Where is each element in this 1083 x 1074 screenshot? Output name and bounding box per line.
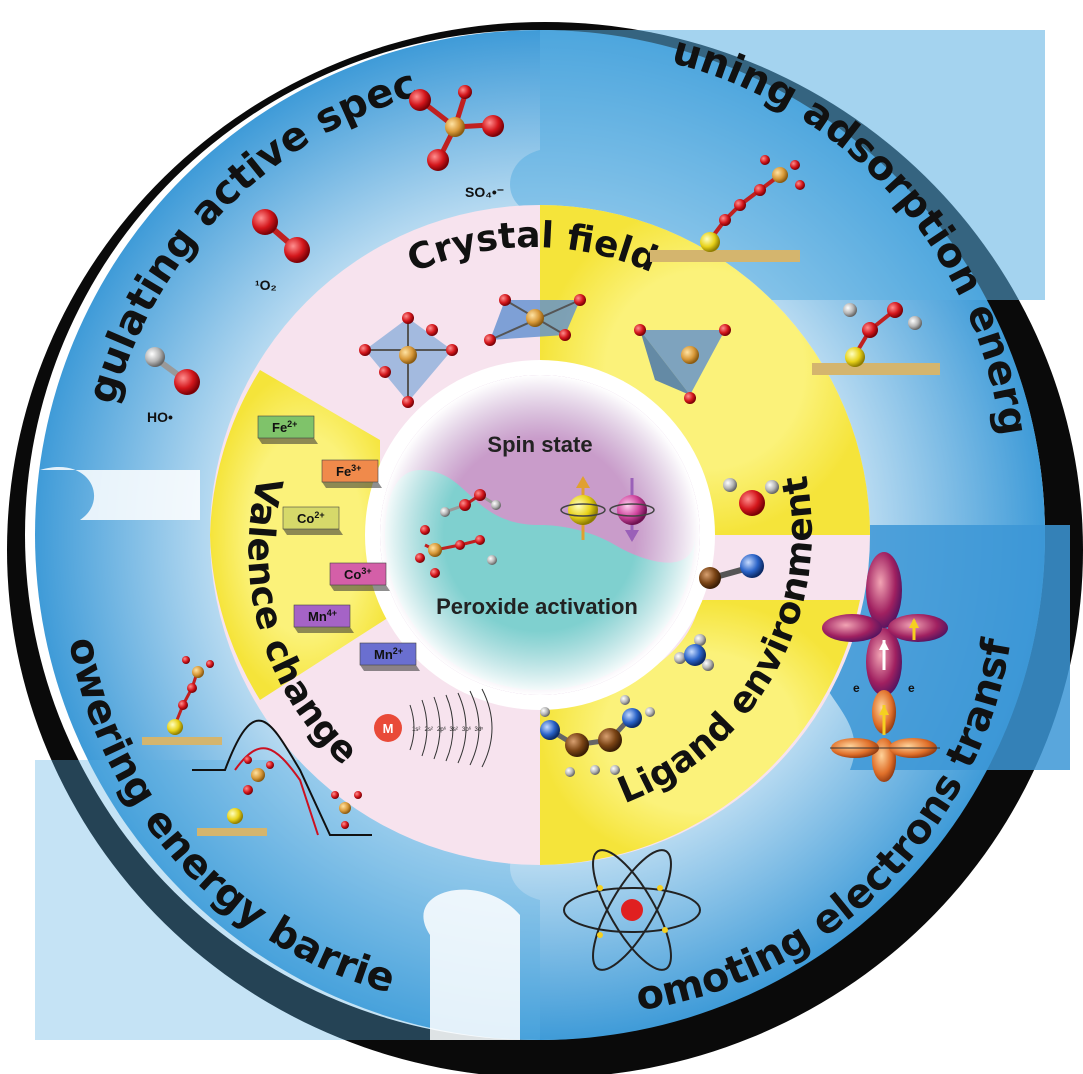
atom-model	[563, 849, 701, 971]
orbital-label: 3p⁶	[462, 726, 472, 733]
center-h2o2	[440, 489, 501, 517]
label-singlet-oxygen: ¹O₂	[255, 277, 277, 293]
spin-down	[609, 478, 655, 542]
center-persulfate	[415, 525, 497, 578]
ion-tile-mn2plus: Mn2+	[359, 642, 420, 671]
ion-tile-fe2plus: Fe2+	[257, 415, 318, 444]
orbital-label: 2p⁶	[437, 726, 447, 733]
ligand-water	[723, 478, 779, 516]
electron-shells	[409, 688, 493, 768]
tetrahedron	[634, 324, 731, 404]
ion-tiles: Fe2+Fe3+ Co2+ Co3+ Mn4+Mn2+	[257, 415, 420, 671]
ligand-cn	[699, 554, 764, 589]
ligand-ethylenediamine	[540, 695, 655, 777]
label-peroxide-activation: Peroxide activation	[436, 594, 638, 619]
puzzle-piece-left-white	[40, 466, 200, 520]
puzzle-piece-bottom-white	[423, 889, 520, 1040]
yellow-quadrant-bottom	[540, 600, 860, 865]
spin-up	[560, 476, 606, 540]
ho-molecule	[145, 347, 200, 395]
orbital-label: 3dˣ	[475, 727, 484, 733]
so4-molecule	[409, 85, 504, 171]
ion-tile-co3plus: Co3+	[329, 562, 390, 591]
metal-label: M	[383, 721, 394, 736]
ion-tile-mn4plus: Mn4+	[293, 604, 354, 633]
label-hydroxyl-radical: HO•	[147, 409, 173, 425]
orbital-label: 1s²	[412, 727, 420, 733]
orbital-label: 3s²	[450, 727, 458, 733]
electron-label-left: e	[853, 681, 860, 695]
adsorbed-h2o2	[812, 302, 940, 375]
electron-label-right: e	[908, 681, 915, 695]
octahedron	[359, 312, 458, 408]
adsorbed-persulfate	[650, 155, 805, 262]
square-planar	[484, 294, 586, 346]
center-disc	[365, 360, 715, 710]
ligand-ammonia	[674, 634, 714, 671]
label-spin-state: Spin state	[487, 432, 592, 457]
ion-tile-co2plus: Co2+	[282, 506, 343, 535]
energy-barrier-diagram	[142, 656, 372, 836]
d-orbital-diagram: e e	[822, 552, 948, 782]
orbital-label: 2s²	[425, 727, 433, 733]
metal-atom: M	[374, 714, 402, 742]
label-so4-radical: SO₄•⁻	[465, 184, 504, 200]
o2-molecule	[252, 209, 310, 263]
ion-tile-fe3plus: Fe3+	[321, 459, 382, 488]
